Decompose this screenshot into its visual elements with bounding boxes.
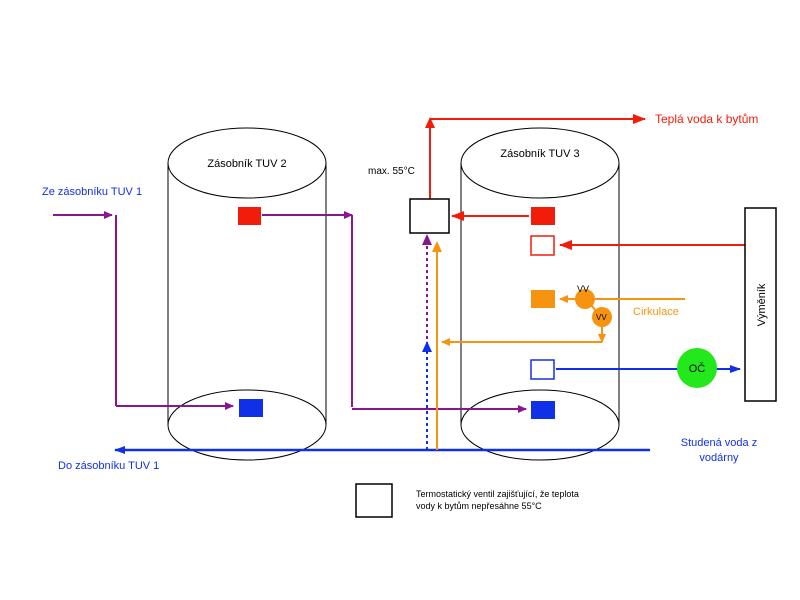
circulation-label: Cirkulace [633, 306, 679, 318]
max-temp-label: max. 55°C [368, 166, 415, 177]
orange-pipes [436, 243, 685, 450]
legend-text-line2: vody k bytům nepřesáhne 55°C [416, 501, 542, 511]
tank-2-label: Zásobník TUV 2 [207, 158, 286, 170]
cold-water-label-line2: vodárny [699, 452, 739, 464]
legend-valve-symbol [355, 483, 393, 518]
tank-2-cold-inlet [239, 399, 263, 417]
tank-3-heating-return [530, 235, 555, 256]
valve-2 [592, 307, 612, 327]
tank-3-cold-inlet [531, 401, 555, 419]
exchanger-label: Výměník [756, 283, 768, 326]
valve-1-label: VV [577, 284, 589, 294]
legend-text-line1: Termostatický ventil zajišťující, že tep… [416, 489, 579, 499]
from-tank-1-label: Ze zásobníku TUV 1 [42, 186, 142, 198]
purple-arrowhead [422, 234, 432, 245]
to-tank-1-label: Do zásobníku TUV 1 [58, 460, 159, 472]
valve-2-label: VV [596, 313, 607, 322]
orange-arrowhead [432, 241, 442, 252]
cold-water-label-line1: Studená voda z [681, 437, 757, 449]
thermostatic-valve [409, 198, 450, 234]
tank-3-heating-outlet [530, 359, 555, 380]
tank-3-circulation-inlet [531, 290, 555, 308]
purple-pipes [53, 211, 527, 413]
pump-label: OČ [689, 362, 706, 375]
circulation-pump [677, 348, 717, 388]
red-pipes [429, 114, 745, 250]
heat-exchanger [744, 207, 777, 402]
tank-3 [460, 127, 620, 461]
red-arrowhead [425, 117, 435, 128]
tank-3-label: Zásobník TUV 3 [500, 148, 579, 160]
tank-2-hot-outlet [238, 207, 261, 225]
hot-water-out-label: Teplá voda k bytům [655, 112, 758, 126]
tank-3-hot-outlet [531, 207, 555, 225]
valve-1 [575, 289, 595, 309]
tank-2 [167, 127, 327, 461]
blue-arrowhead [422, 341, 432, 352]
